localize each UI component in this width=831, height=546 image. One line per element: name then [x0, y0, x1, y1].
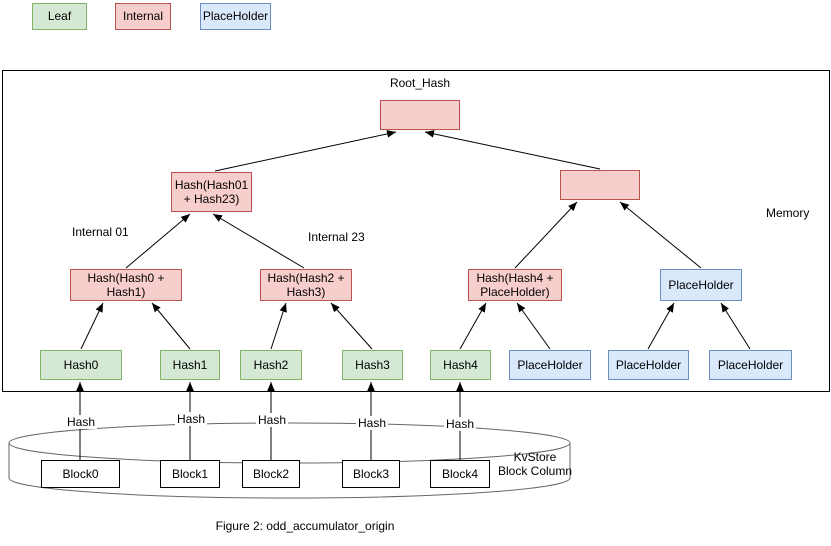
leaf-hash4: Hash4 [430, 350, 491, 380]
leaf-hash3: Hash3 [342, 350, 403, 380]
memory-region-box [2, 70, 830, 392]
tree-node-hash0-1: Hash(Hash0 + Hash1) [70, 269, 182, 301]
legend-internal: Internal [115, 3, 171, 30]
kvstore-label: KvStore Block Column [497, 450, 573, 478]
internal23-label: Internal 23 [308, 230, 365, 244]
block3: Block3 [342, 460, 400, 488]
hash-edge-label-2: Hash [255, 413, 289, 427]
tree-node-placeholder-internal: PlaceHolder [660, 269, 742, 301]
tree-node-root [380, 100, 460, 130]
tree-node-hash01-23: Hash(Hash01 + Hash23) [171, 172, 252, 212]
tree-node-right-internal [560, 170, 640, 200]
hash-edge-label-0: Hash [64, 415, 98, 429]
leaf-placeholder-2: PlaceHolder [608, 350, 689, 380]
leaf-hash1: Hash1 [160, 350, 220, 380]
legend-leaf: Leaf [32, 3, 87, 30]
leaf-placeholder-3: PlaceHolder [709, 350, 792, 380]
block2: Block2 [242, 460, 300, 488]
internal01-label: Internal 01 [72, 225, 129, 239]
block0: Block0 [41, 460, 120, 488]
hash-edge-label-3: Hash [355, 416, 389, 430]
hash-edge-label-1: Hash [174, 412, 208, 426]
root-hash-label: Root_Hash [389, 76, 451, 90]
tree-node-hash4-placeholder: Hash(Hash4 + PlaceHolder) [468, 269, 562, 301]
leaf-placeholder-1: PlaceHolder [509, 350, 591, 380]
legend-placeholder: PlaceHolder [200, 3, 271, 30]
leaf-hash2: Hash2 [240, 350, 302, 380]
memory-label: Memory [766, 206, 810, 220]
hash-edge-label-4: Hash [443, 417, 477, 431]
block1: Block1 [160, 460, 220, 488]
block4: Block4 [430, 460, 490, 488]
tree-node-hash2-3: Hash(Hash2 + Hash3) [260, 269, 352, 301]
figure-caption: Figure 2: odd_accumulator_origin [215, 519, 395, 533]
leaf-hash0: Hash0 [40, 350, 122, 380]
